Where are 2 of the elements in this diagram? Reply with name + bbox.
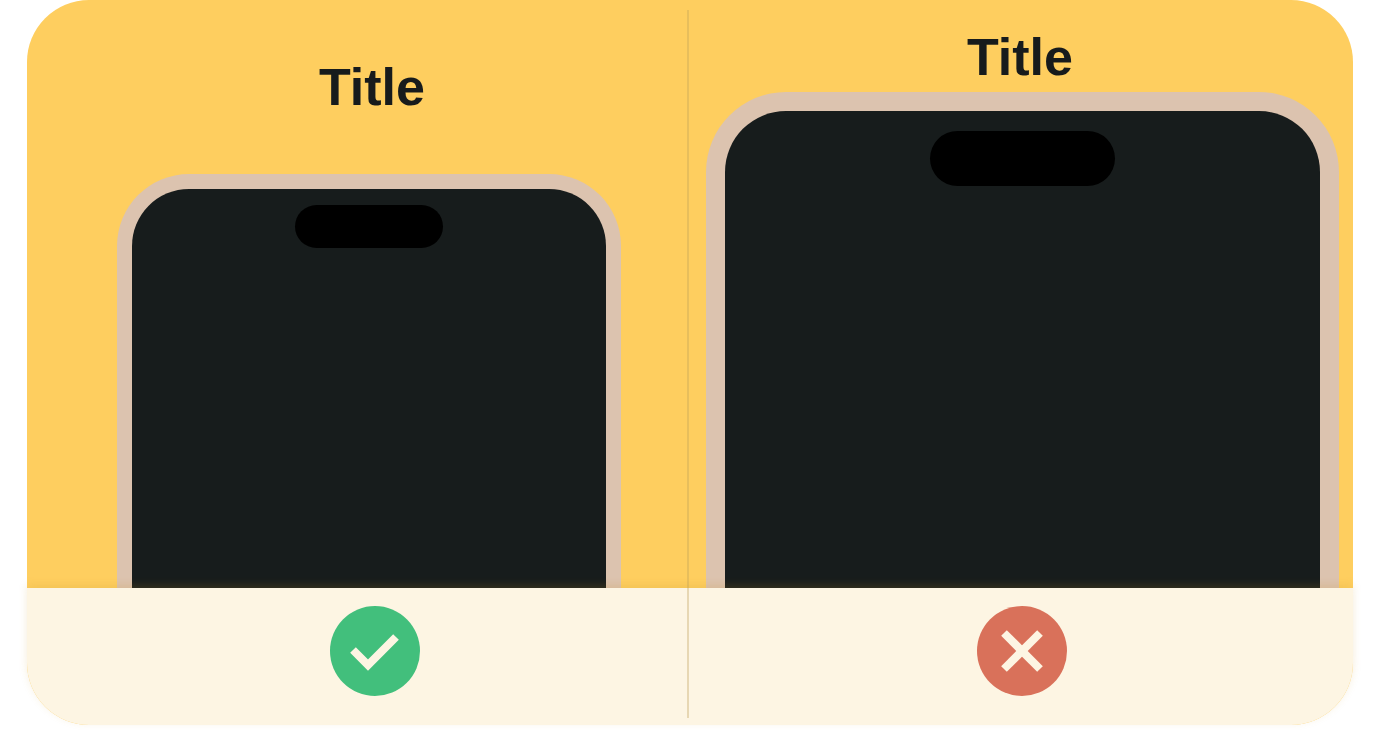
panel-title: Title [967,31,1073,83]
panel-title: Title [319,61,425,113]
